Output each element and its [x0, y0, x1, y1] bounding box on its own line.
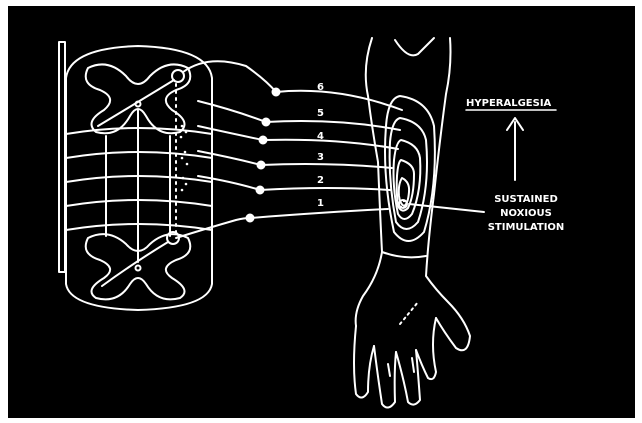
finger-crease	[412, 358, 414, 372]
ganglion-1	[247, 215, 254, 222]
spinal-support-bar	[59, 42, 65, 272]
stippled-neurons	[180, 125, 189, 192]
dorsal-root-ganglia	[247, 89, 280, 222]
stimulus-label-line-3: STIMULATION	[488, 222, 565, 233]
segment-label-6: 6	[317, 82, 324, 93]
ganglion-6	[273, 89, 280, 96]
bottom-central-canal	[136, 266, 141, 271]
ganglion-5	[263, 119, 270, 126]
segment-label-3: 3	[317, 152, 324, 163]
ganglion-4	[260, 137, 267, 144]
segment-label-1: 1	[317, 198, 324, 209]
fiber-segment-2-root	[198, 176, 260, 190]
dorsal-root-fibers	[176, 61, 402, 238]
segment-label-2: 2	[317, 175, 324, 186]
fiber-segment-6-root	[183, 61, 276, 92]
segment-label-4: 4	[317, 131, 324, 142]
spinal-cord-stack	[59, 42, 212, 310]
palm-crease	[400, 302, 418, 324]
finger-ring	[374, 346, 396, 408]
finger-little	[354, 326, 374, 398]
ganglion-3	[258, 162, 265, 169]
fiber-segment-6-dermatome	[276, 91, 402, 110]
wrist-line	[382, 252, 426, 257]
fiber-segment-5-root	[198, 101, 266, 122]
finger-middle	[396, 350, 420, 405]
hyperalgesia-diagram: 6 5 4 3 2 1 HYPERALGESIA SUSTAINED NOXIO…	[8, 6, 635, 418]
arm-outline	[354, 38, 470, 408]
hyperalgesia-label: HYPERALGESIA	[466, 98, 552, 109]
arm-left-edge	[356, 38, 382, 326]
fiber-segment-5-dermatome	[266, 121, 400, 130]
fiber-segment-1-dermatome	[250, 209, 388, 218]
fiber-segment-3-dermatome	[261, 164, 392, 168]
finger-crease	[388, 364, 390, 376]
stimulus-label-line-1: SUSTAINED	[494, 194, 558, 205]
elbow-crease	[395, 38, 434, 55]
stimulus-pointer-line	[409, 204, 484, 212]
segment-labels: 6 5 4 3 2 1	[317, 82, 324, 209]
ganglion-2	[257, 187, 264, 194]
fiber-segment-4-dermatome	[263, 140, 398, 149]
finger-index	[416, 318, 436, 379]
stimulus-label-line-2: NOXIOUS	[500, 208, 552, 219]
diagram-slide: 6 5 4 3 2 1 HYPERALGESIA SUSTAINED NOXIO…	[8, 6, 635, 418]
fiber-segment-2-dermatome	[260, 188, 390, 190]
segment-label-5: 5	[317, 108, 324, 119]
zone-5	[390, 118, 427, 229]
